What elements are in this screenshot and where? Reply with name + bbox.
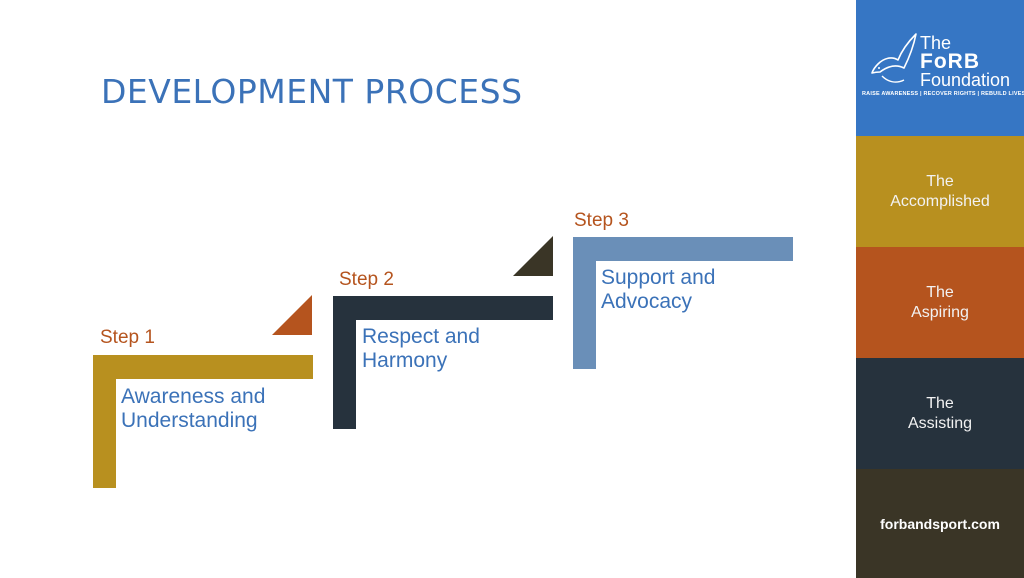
step-3-text-line1: Support and (601, 266, 716, 289)
step-2-triangle (513, 236, 553, 276)
panel-assisting: The Assisting (856, 358, 1024, 469)
forb-foundation-logo: The FoRB Foundation RAISE AWARENESS | RE… (856, 0, 1024, 136)
step-1-text-line1: Awareness and (121, 385, 266, 408)
step-2-text: Respect and Harmony (362, 325, 480, 373)
step-3-label: Step 3 (574, 210, 629, 231)
panel-aspiring-line2: Aspiring (911, 303, 969, 321)
logo-the: The (920, 33, 952, 53)
panel-aspiring-line1: The (926, 283, 954, 301)
panel-accomplished-line2: Accomplished (890, 192, 990, 210)
step-2-label: Step 2 (339, 269, 394, 290)
step-1-bar-horizontal (93, 355, 313, 379)
panel-aspiring: The Aspiring (856, 247, 1024, 358)
step-1-label: Step 1 (100, 327, 155, 348)
sidebar: The FoRB Foundation RAISE AWARENESS | RE… (856, 0, 1024, 578)
website-panel: forbandsport.com (856, 469, 1024, 578)
step-1-triangle (272, 295, 312, 335)
step-1-text: Awareness and Understanding (121, 385, 265, 433)
panel-assisting-line1: The (926, 394, 954, 412)
step-1-text-line2: Understanding (121, 409, 258, 432)
logo-tagline: RAISE AWARENESS | RECOVER RIGHTS | REBUI… (862, 91, 1024, 97)
logo-forb: FoRB (920, 50, 980, 73)
dove-icon (871, 33, 917, 83)
step-2-bar-vertical (333, 296, 356, 429)
step-3-text: Support and Advocacy (601, 266, 715, 314)
website-link[interactable]: forbandsport.com (880, 515, 1000, 532)
panel-assisting-line2: Assisting (907, 414, 973, 432)
step-1-bar-vertical (93, 355, 116, 488)
panel-accomplished-line1: The (926, 172, 954, 190)
step-2-bar-horizontal (333, 296, 553, 320)
logo-foundation: Foundation (920, 70, 1011, 90)
panel-accomplished: The Accomplished (856, 136, 1024, 247)
slide-title: DEVELOPMENT PROCESS (101, 72, 523, 111)
step-2-text-line1: Respect and (362, 325, 480, 348)
step-3-bar-horizontal (573, 237, 793, 261)
step-3-text-line2: Advocacy (601, 290, 693, 313)
step-2-text-line2: Harmony (362, 349, 448, 372)
step-3-bar-vertical (573, 237, 596, 369)
